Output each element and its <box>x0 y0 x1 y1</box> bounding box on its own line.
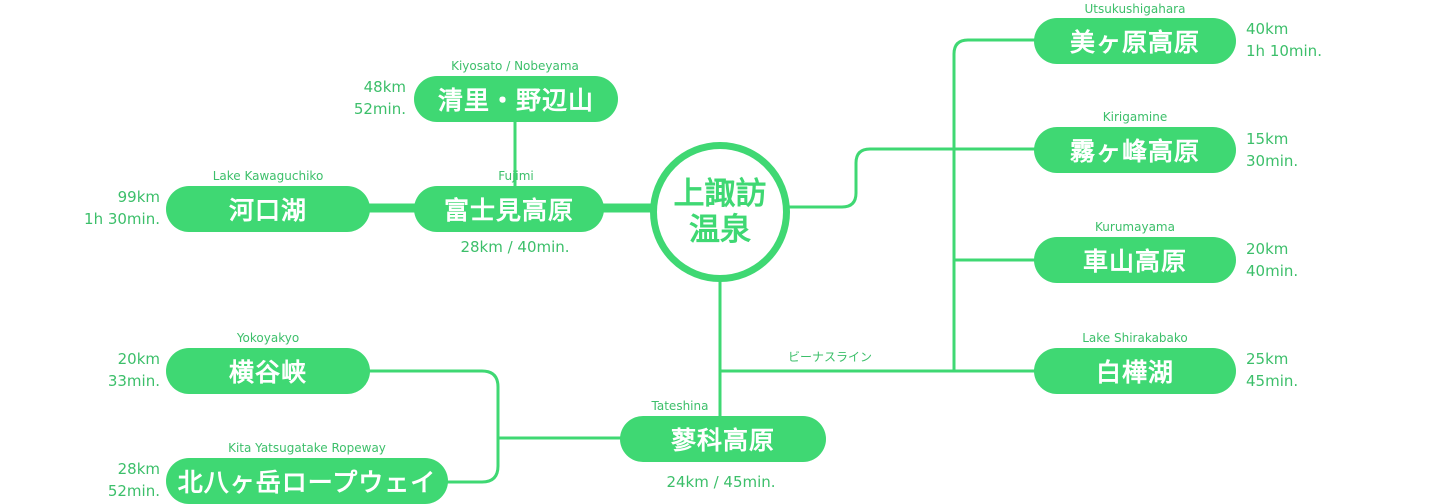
node-shirakabako[interactable]: 白樺湖 <box>1034 348 1236 394</box>
kitayatsugatake-distance: 28km 52min. <box>70 458 160 502</box>
utsukushigahara-distance: 40km 1h 10min. <box>1246 18 1322 62</box>
kiyosato-distance: 48km 52min. <box>320 76 406 120</box>
kirigamine-km: 15km <box>1246 130 1289 148</box>
node-kawaguchiko[interactable]: 河口湖 <box>166 186 370 232</box>
node-utsukushigahara-label: 美ヶ原高原 <box>1069 28 1200 57</box>
tateshina-distance: 24km / 45min. <box>666 473 776 491</box>
kiyosato-en-label: Kiyosato / Nobeyama <box>451 59 579 73</box>
yokoyakyo-time: 33min. <box>107 372 160 390</box>
node-shirakabako-label: 白樺湖 <box>1095 358 1174 387</box>
fujimi-en-label: Fujimi <box>498 169 534 183</box>
kawaguchiko-en-label: Lake Kawaguchiko <box>212 169 324 183</box>
kurumayama-distance: 20km 40min. <box>1246 238 1298 282</box>
kurumayama-en-label: Kurumayama <box>1095 220 1175 234</box>
hub-line1: 上諏訪 <box>673 176 767 212</box>
line-hub-kirigamine <box>786 147 1038 209</box>
yokoyakyo-km: 20km <box>117 350 160 368</box>
shirakabako-time: 45min. <box>1246 372 1299 390</box>
node-yokoyakyo[interactable]: 横谷峡 <box>166 348 370 394</box>
node-yokoyakyo-label: 横谷峡 <box>228 358 307 387</box>
node-kurumayama[interactable]: 車山高原 <box>1034 237 1236 283</box>
kirigamine-en-label: Kirigamine <box>1102 110 1168 124</box>
kirigamine-time: 30min. <box>1246 152 1299 170</box>
kurumayama-km: 20km <box>1246 240 1289 258</box>
line-right-trunk <box>952 38 1038 373</box>
node-kiyosato[interactable]: 清里・野辺山 <box>414 76 618 122</box>
node-fujimi[interactable]: 富士見高原 <box>414 186 604 232</box>
hub-line2: 温泉 <box>689 212 751 248</box>
kitayatsugatake-en-label: Kita Yatsugatake Ropeway <box>228 441 386 455</box>
node-kurumayama-label: 車山高原 <box>1082 247 1187 276</box>
shirakabako-en-label: Lake Shirakabako <box>1082 331 1188 345</box>
route-label-venus-line: ビーナスライン <box>788 350 873 364</box>
kiyosato-km: 48km <box>363 78 406 96</box>
fujimi-distance: 28km / 40min. <box>460 238 570 256</box>
utsukushigahara-km: 40km <box>1246 20 1289 38</box>
yokoyakyo-en-label: Yokoyakyo <box>236 331 300 345</box>
utsukushigahara-en-label: Utsukushigahara <box>1084 2 1186 16</box>
node-fujimi-label: 富士見高原 <box>443 196 574 225</box>
node-kiyosato-label: 清里・野辺山 <box>437 86 594 115</box>
hub-kamisuwa-onsen[interactable]: 上諏訪 温泉 <box>650 142 790 282</box>
shirakabako-distance: 25km 45min. <box>1246 348 1298 392</box>
kitayatsugatake-time: 52min. <box>107 482 160 500</box>
kawaguchiko-time: 1h 30min. <box>84 210 160 228</box>
shirakabako-km: 25km <box>1246 350 1289 368</box>
yokoyakyo-distance: 20km 33min. <box>70 348 160 392</box>
kawaguchiko-distance: 99km 1h 30min. <box>60 186 160 230</box>
kiyosato-time: 52min. <box>353 100 406 118</box>
node-kirigamine[interactable]: 霧ヶ峰高原 <box>1034 127 1236 173</box>
node-kirigamine-label: 霧ヶ峰高原 <box>1069 137 1200 166</box>
utsukushigahara-time: 1h 10min. <box>1246 42 1322 60</box>
line-yokoyakyo-branch <box>366 369 500 484</box>
node-tateshina-label: 蓼科高原 <box>670 426 775 455</box>
node-kitayatsugatake-label: 北八ヶ岳ロープウェイ <box>177 468 437 497</box>
kirigamine-distance: 15km 30min. <box>1246 128 1298 172</box>
kawaguchiko-km: 99km <box>117 188 160 206</box>
kurumayama-time: 40min. <box>1246 262 1299 280</box>
kitayatsugatake-km: 28km <box>117 460 160 478</box>
node-utsukushigahara[interactable]: 美ヶ原高原 <box>1034 18 1236 64</box>
node-kawaguchiko-label: 河口湖 <box>228 196 307 225</box>
node-tateshina[interactable]: 蓼科高原 <box>620 416 826 462</box>
node-kitayatsugatake[interactable]: 北八ヶ岳ロープウェイ <box>166 458 448 504</box>
tateshina-en-label: Tateshina <box>651 399 709 413</box>
